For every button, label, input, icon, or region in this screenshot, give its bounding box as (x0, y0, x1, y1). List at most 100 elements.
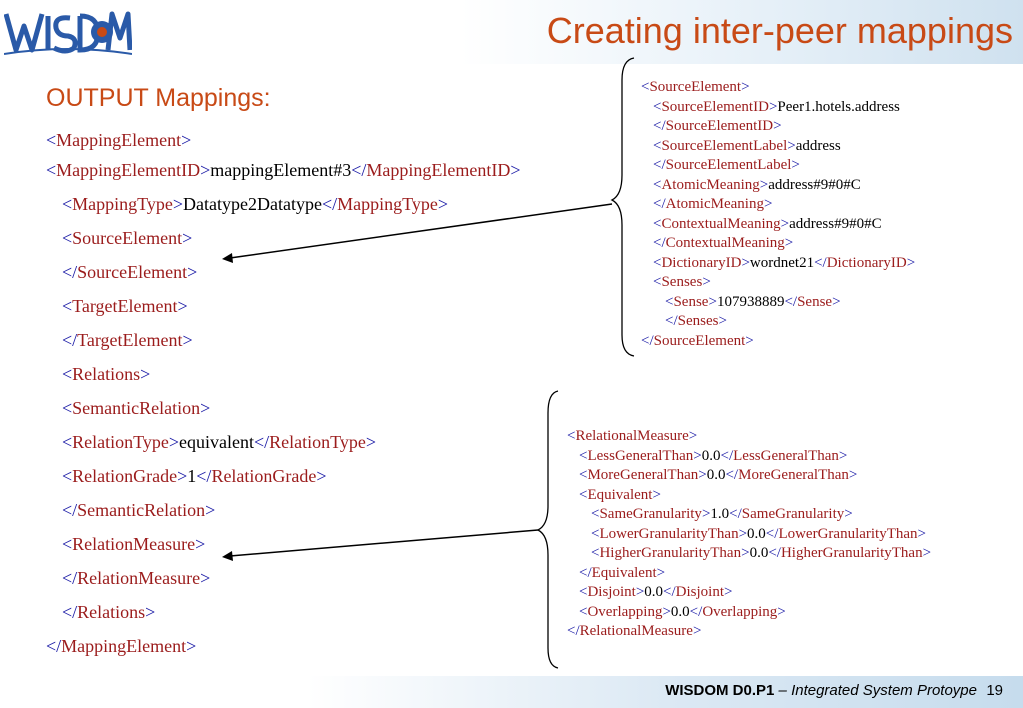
xml-tag-name: TargetElement (72, 296, 178, 316)
xml-bracket: > (708, 293, 717, 310)
xml-value: wordnet21 (749, 254, 815, 271)
xml-bracket: < (62, 296, 73, 316)
xml-bracket: < (62, 228, 73, 248)
xml-tag-name: MoreGeneralThan (587, 467, 699, 483)
xml-line: <RelationType>equivalent</RelationType> (62, 432, 376, 453)
xml-line: <AtomicMeaning>address#9#0#C (653, 177, 861, 194)
xml-tag-name: Overlapping (587, 603, 663, 620)
xml-value: 0.0 (701, 447, 721, 464)
xml-line: <MappingElementID>mappingElement#3</Mapp… (46, 160, 521, 181)
xml-tag-name: LowerGranularityThan (599, 525, 739, 542)
xml-bracket: > (200, 160, 211, 180)
xml-bracket: < (567, 428, 576, 444)
xml-tag-name: Equivalent (591, 564, 657, 581)
xml-line: </TargetElement> (62, 330, 193, 351)
xml-bracket: </ (653, 235, 666, 251)
xml-tag-name: DictionaryID (661, 254, 742, 271)
xml-tag-name: MappingType (72, 194, 173, 214)
xml-bracket: > (186, 636, 197, 656)
xml-bracket: < (653, 176, 662, 193)
xml-bracket: </ (351, 160, 367, 180)
xml-bracket: > (759, 176, 769, 193)
xml-bracket: </ (814, 254, 827, 271)
xml-bracket: > (510, 160, 521, 180)
xml-bracket: > (365, 432, 377, 452)
xml-line: <RelationalMeasure> (567, 428, 697, 445)
xml-bracket: > (784, 235, 794, 251)
xml-bracket: </ (321, 194, 338, 214)
xml-line: <Overlapping>0.0</Overlapping> (579, 604, 786, 621)
xml-bracket: </ (653, 196, 666, 212)
xml-tag-name: RelationType (269, 432, 366, 452)
xml-bracket: < (591, 506, 600, 522)
xml-bracket: > (724, 584, 733, 600)
xml-tag-name: SourceElement (72, 228, 183, 248)
xml-tag-name: RelationMeasure (72, 534, 196, 554)
xml-tag-name: RelationGrade (72, 466, 178, 486)
xml-tag-name: Relations (72, 364, 141, 384)
xml-value: 0.0 (644, 584, 664, 600)
xml-tag-name: LowerGranularityThan (778, 525, 918, 542)
xml-line: </MappingElement> (46, 636, 196, 657)
xml-bracket: < (653, 274, 662, 290)
xml-tag-name: SourceElementLabel (665, 157, 792, 173)
xml-bracket: </ (579, 564, 592, 581)
xml-bracket: </ (62, 568, 78, 588)
xml-line: </SemanticRelation> (62, 500, 215, 521)
xml-line: </AtomicMeaning> (653, 196, 772, 213)
xml-bracket: > (768, 98, 778, 115)
xml-bracket: > (773, 118, 782, 134)
xml-bracket: > (688, 428, 698, 444)
xml-bracket: < (579, 603, 588, 620)
xml-bracket: </ (663, 584, 676, 600)
xml-tag-name: Senses (661, 274, 703, 290)
xml-tag-name: Sense (797, 293, 833, 310)
xml-bracket: > (656, 564, 666, 581)
xml-line: <SourceElementLabel>address (653, 138, 841, 155)
xml-bracket: > (917, 525, 927, 542)
xml-value: address#9#0#C (768, 176, 861, 193)
xml-line: <SourceElementID>Peer1.hotels.address (653, 99, 900, 116)
xml-bracket: </ (784, 293, 798, 310)
xml-bracket: > (698, 467, 707, 483)
xml-bracket: > (172, 194, 184, 214)
xml-line: <SourceElement> (62, 228, 192, 249)
xml-tag-name: DictionaryID (826, 254, 907, 271)
xml-value: address (795, 137, 841, 154)
xml-value: 1 (187, 466, 197, 486)
source-element-arrow (229, 203, 613, 259)
xml-bracket: > (763, 196, 773, 212)
xml-bracket: < (62, 432, 73, 452)
page-number: 19 (986, 682, 1003, 699)
xml-line: </Senses> (665, 313, 727, 330)
footer-description: Integrated System Protoype (791, 682, 977, 699)
xml-tag-name: SemanticRelation (77, 500, 206, 520)
xml-line: <DictionaryID>wordnet21</DictionaryID> (653, 255, 915, 272)
xml-line: <RelationMeasure> (62, 534, 205, 555)
xml-bracket: > (787, 137, 796, 154)
xml-tag-name: HigherGranularityThan (780, 545, 923, 561)
xml-bracket: < (653, 215, 662, 232)
xml-bracket: > (838, 447, 848, 464)
xml-bracket: > (168, 432, 180, 452)
xml-tag-name: Senses (677, 313, 719, 329)
xml-tag-name: AtomicMeaning (661, 176, 760, 193)
xml-bracket: > (181, 130, 192, 150)
xml-bracket: > (741, 79, 750, 95)
xml-tag-name: RelationType (72, 432, 169, 452)
slide-title: Creating inter-peer mappings (546, 10, 1013, 51)
xml-line: </SourceElement> (641, 333, 754, 350)
xml-line: <MoreGeneralThan>0.0</MoreGeneralThan> (579, 467, 857, 484)
xml-line: <Disjoint>0.0</Disjoint> (579, 584, 732, 601)
xml-tag-name: MappingElementID (56, 160, 201, 180)
xml-bracket: </ (653, 157, 666, 173)
xml-line: <HigherGranularityThan>0.0</HigherGranul… (591, 545, 931, 562)
xml-bracket: > (702, 274, 711, 290)
xml-bracket: < (591, 525, 600, 542)
section-heading: OUTPUT Mappings: (46, 84, 271, 112)
xml-bracket: > (635, 584, 645, 600)
xml-bracket: < (62, 364, 73, 384)
xml-tag-name: RelationGrade (211, 466, 317, 486)
xml-line: <Sense>107938889</Sense> (665, 294, 841, 311)
xml-line: </Equivalent> (579, 565, 665, 582)
